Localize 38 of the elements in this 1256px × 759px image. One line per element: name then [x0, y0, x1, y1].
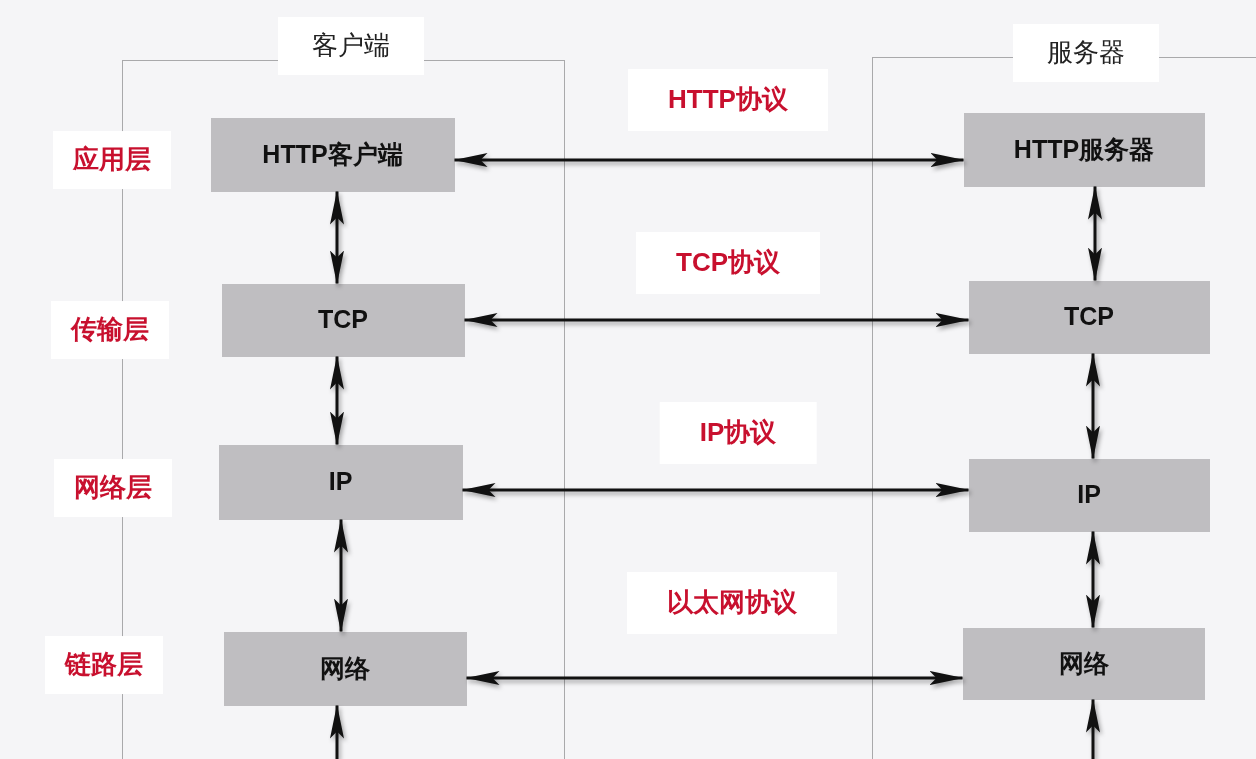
double-arrow: [1086, 530, 1100, 629]
edge-label: 以太网协议: [627, 572, 837, 634]
layer-box: [218, 444, 463, 520]
box-label: IP: [328, 468, 353, 496]
box-label: HTTP客户端: [262, 140, 403, 169]
layer-box: [221, 283, 465, 357]
layer-label: 应用层: [53, 131, 171, 189]
layer-box: [210, 117, 455, 192]
double-arrow: [330, 355, 344, 446]
box-label: 网络: [320, 654, 370, 683]
edge-label: HTTP协议: [628, 69, 828, 131]
box-label: TCP: [1064, 303, 1114, 331]
box-label: TCP: [318, 306, 368, 334]
layer-box: [962, 627, 1205, 700]
double-arrow: [1086, 352, 1100, 460]
double-arrow: [330, 190, 344, 285]
double-arrow: [465, 671, 964, 685]
edge-label: IP协议: [659, 402, 817, 464]
double-arrow: [463, 313, 970, 327]
arrow: [1086, 698, 1100, 759]
double-arrow: [453, 153, 965, 167]
layer-box: [963, 112, 1205, 187]
layer-box: [968, 458, 1210, 532]
box-label: IP: [1077, 481, 1101, 509]
arrow: [330, 704, 344, 759]
group-title: 客户端: [278, 17, 424, 75]
double-arrow: [461, 483, 970, 497]
group-title: 服务器: [1013, 24, 1159, 82]
double-arrow: [1088, 185, 1102, 282]
layer-box: [968, 280, 1210, 354]
box-label: 网络: [1058, 649, 1109, 678]
double-arrow: [334, 518, 348, 633]
box-label: HTTP服务器: [1013, 135, 1155, 164]
edge-label: TCP协议: [636, 232, 820, 294]
layer-box: [223, 631, 467, 706]
layer-label: 网络层: [54, 459, 172, 517]
layer-label: 传输层: [51, 301, 169, 359]
layer-label: 链路层: [45, 636, 163, 694]
